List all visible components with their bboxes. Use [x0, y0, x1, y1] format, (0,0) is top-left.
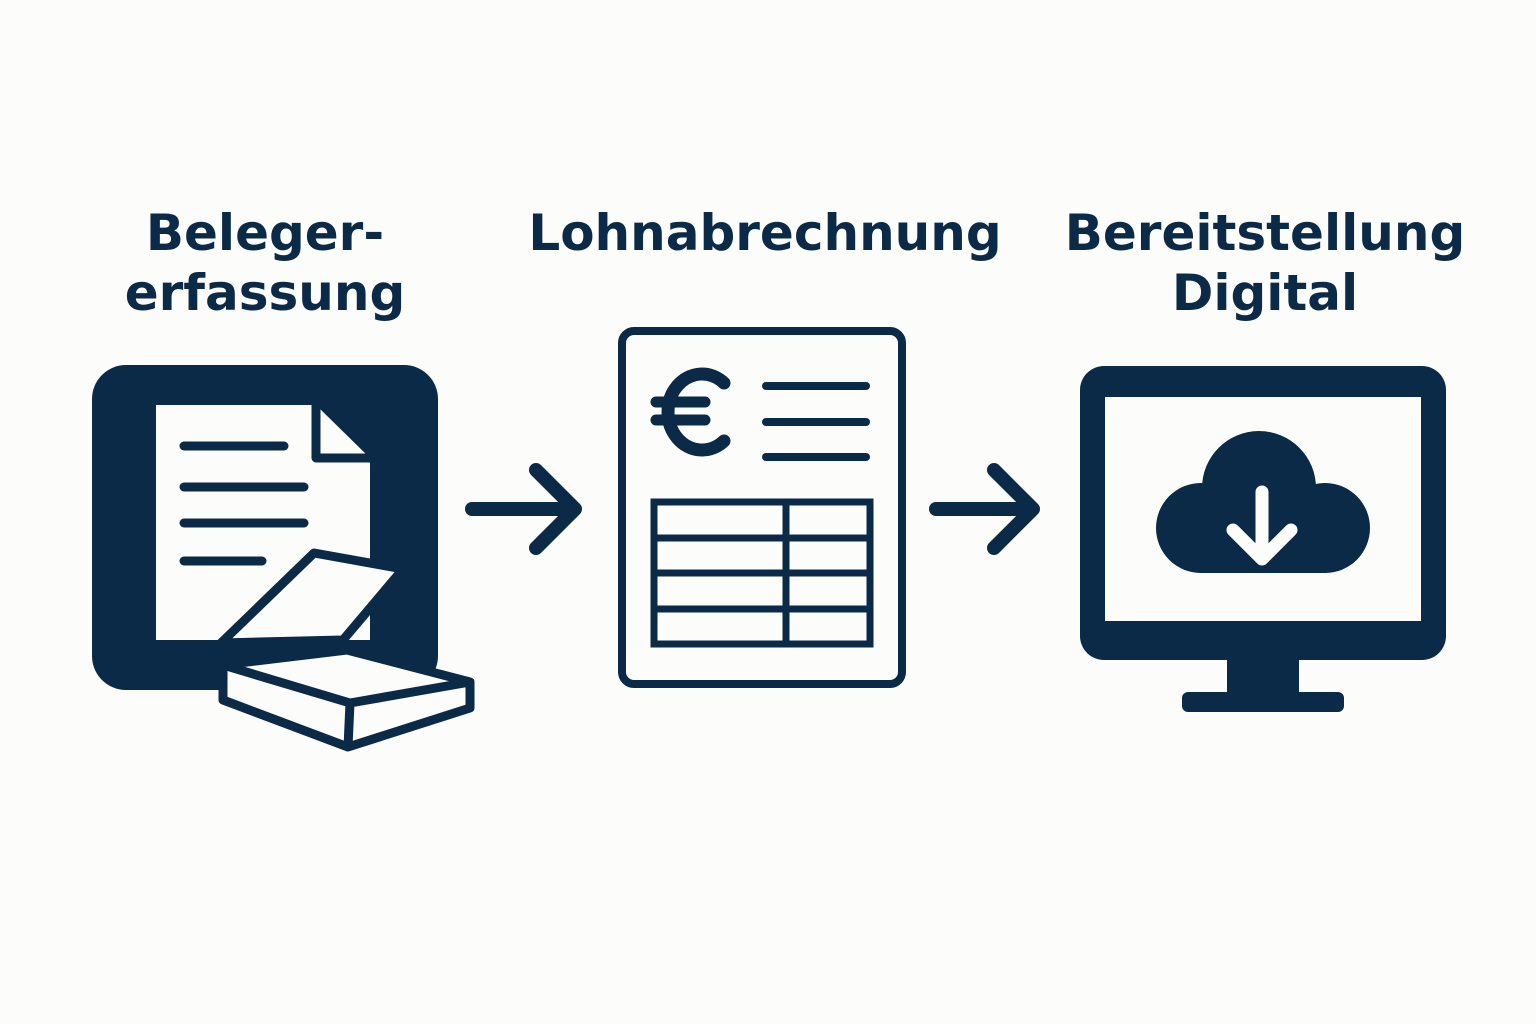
table-grid	[650, 498, 874, 648]
download-arrow-icon	[1226, 485, 1298, 566]
step-3-title-line-1: Bereitstellung	[1064, 204, 1466, 262]
step-3-title-line-2: Digital	[1171, 264, 1359, 322]
step-1-title-line-2: erfassung	[124, 264, 406, 322]
euro-icon	[650, 367, 731, 457]
document-scanner-icon	[92, 365, 475, 752]
monitor-cloud-download-icon	[1080, 366, 1446, 712]
step-3-title: Bereitstellung Digital	[1060, 203, 1470, 323]
arrow-right-icon	[929, 463, 1040, 555]
step-1-title: Beleger- erfassung	[115, 203, 415, 323]
step-2-title-line-1: Lohnabrechnung	[528, 204, 1002, 262]
arrow-right-icon	[465, 463, 582, 555]
payslip-euro-icon	[618, 327, 906, 688]
step-2-title: Lohnabrechnung	[520, 203, 1010, 263]
step-1-title-line-1: Beleger-	[145, 204, 385, 262]
